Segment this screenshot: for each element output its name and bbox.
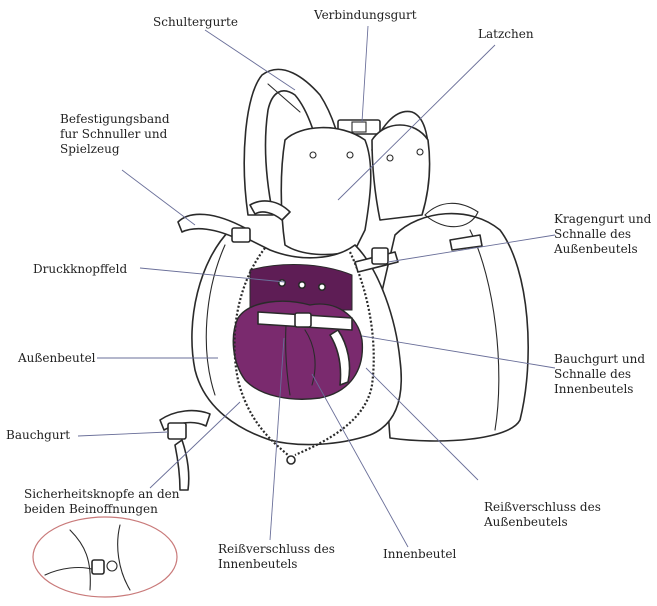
belly-strap (159, 409, 211, 491)
label-sicherheitsknopfe: Sicherheitsknopfe an den beiden Beinoffn… (24, 487, 180, 516)
label-reissverschluss-aussen: Reißverschluss des Außenbeutels (484, 500, 601, 529)
label-schultergurte: Schultergurte (153, 15, 238, 29)
label-latzchen: Latzchen (478, 27, 534, 41)
label-bauchgurt: Bauchgurt (6, 428, 71, 442)
connecting-strap (337, 119, 381, 135)
label-innenbeutel: Innenbeutel (383, 547, 457, 561)
collar-buckle (354, 234, 483, 273)
back-pouch (379, 202, 529, 442)
label-druckknopffeld: Druckknopffeld (33, 262, 128, 276)
leader-lines (77, 25, 556, 548)
label-befestigungsband: Befestigungsband fur Schnuller und Spiel… (60, 112, 170, 156)
label-kragengurt: Kragengurt und Schnalle des Außenbeutels (554, 212, 652, 256)
inner-waist-strap (257, 311, 353, 386)
label-verbindungsgurt: Verbindungsgurt (314, 8, 417, 22)
toy-strap (177, 200, 291, 243)
bib (280, 124, 431, 256)
label-bauchgurt-schnalle: Bauchgurt und Schnalle des Innenbeutels (554, 352, 646, 396)
label-reissverschluss-innen: Reißverschluss des Innenbeutels (218, 542, 335, 571)
outer-zipper (233, 247, 375, 465)
label-aussenbeutel: Außenbeutel (18, 351, 96, 365)
snap-field (277, 278, 326, 291)
detail-ellipse (32, 516, 178, 598)
